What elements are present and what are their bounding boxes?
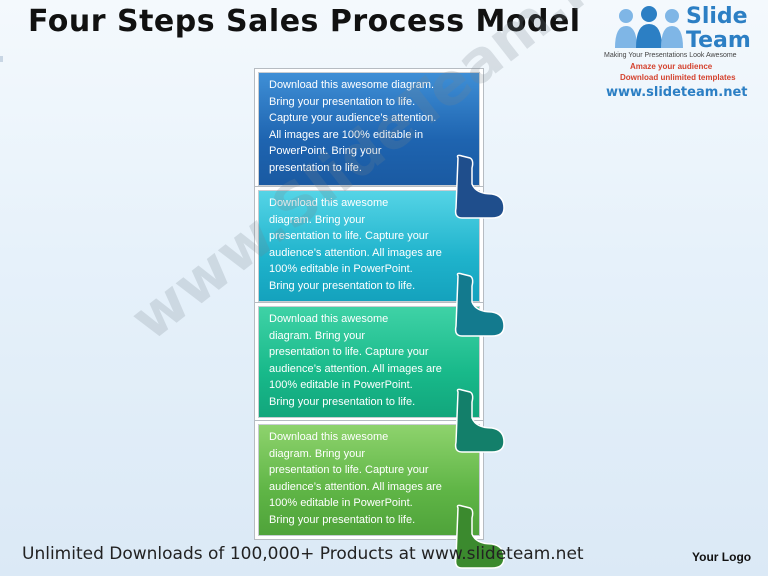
step-text-2: Download this awesome diagram. Bring you… <box>259 191 479 298</box>
step-tab-3-shape <box>454 388 505 453</box>
step-2-line: 100% editable in PowerPoint. <box>269 263 413 275</box>
step-text-3: Download this awesome diagram. Bring you… <box>259 307 479 414</box>
logo-word-slide: Slide <box>686 4 748 29</box>
step-box-4: Download this awesome diagram. Bring you… <box>258 424 480 536</box>
step-3-line: 100% editable in PowerPoint. <box>269 379 413 391</box>
step-1-line: presentation to life. <box>269 161 362 174</box>
step-text-4: Download this awesome diagram. Bring you… <box>259 425 479 532</box>
step-tab-3-icon <box>454 388 505 453</box>
step-1-line: All images are 100% editable in <box>269 128 424 141</box>
step-3-line: Bring your presentation to life. <box>269 395 416 408</box>
edge-marker <box>0 56 3 62</box>
logo-tagline: Making Your Presentations Look Awesome <box>604 52 737 59</box>
step-4-line: diagram. Bring your <box>269 447 365 460</box>
step-tab-1-icon <box>454 154 505 219</box>
step-2-line: audience’s attention. All images are <box>269 246 442 259</box>
step-tab-2-shape <box>454 272 505 337</box>
slideteam-logo[interactable]: Slide Team Making Your Presentations Loo… <box>602 2 768 102</box>
step-1-line: Bring your presentation to life. <box>269 95 416 108</box>
step-3-line: audience’s attention. All images are <box>269 362 442 375</box>
step-4-line: audience’s attention. All images are <box>269 480 442 493</box>
step-2-line: Download this awesome <box>269 197 389 209</box>
step-2-line: presentation to life. Capture your <box>269 230 429 242</box>
people-logo-icon <box>615 6 683 48</box>
step-2-line: diagram. Bring your <box>269 213 365 226</box>
step-tab-4-icon <box>454 504 505 569</box>
step-1-line: PowerPoint. Bring your <box>269 145 382 157</box>
step-box-2: Download this awesome diagram. Bring you… <box>258 190 480 302</box>
step-3-line: presentation to life. Capture your <box>269 346 429 358</box>
page-title: Four Steps Sales Process Model <box>28 4 581 39</box>
promo-line-2: Download unlimited templates <box>620 73 736 82</box>
step-3-line: diagram. Bring your <box>269 329 365 342</box>
step-4-line: Download this awesome <box>269 431 389 443</box>
logo-word-team: Team <box>686 28 751 53</box>
step-tab-2-icon <box>454 272 505 337</box>
step-text-1: Download this awesome diagram. Bring you… <box>259 73 479 180</box>
step-tab-4-shape <box>454 504 505 569</box>
your-logo-placeholder: Your Logo <box>692 550 752 564</box>
step-4-line: presentation to life. Capture your <box>269 464 429 476</box>
step-4-line: 100% editable in PowerPoint. <box>269 497 413 509</box>
step-3-line: Download this awesome <box>269 313 389 325</box>
step-1-line: Capture your audience’s attention. <box>269 112 437 124</box>
promo-line-1: Amaze your audience <box>630 62 713 71</box>
step-2-line: Bring your presentation to life. <box>269 279 416 292</box>
footer-text: Unlimited Downloads of 100,000+ Products… <box>22 544 584 564</box>
step-box-1: Download this awesome diagram. Bring you… <box>258 72 480 186</box>
step-1-line: Download this awesome diagram. <box>269 79 435 91</box>
promo-url[interactable]: www.slideteam.net <box>606 85 748 100</box>
step-4-line: Bring your presentation to life. <box>269 513 416 526</box>
step-box-3: Download this awesome diagram. Bring you… <box>258 306 480 418</box>
step-tab-1-shape <box>454 154 505 219</box>
